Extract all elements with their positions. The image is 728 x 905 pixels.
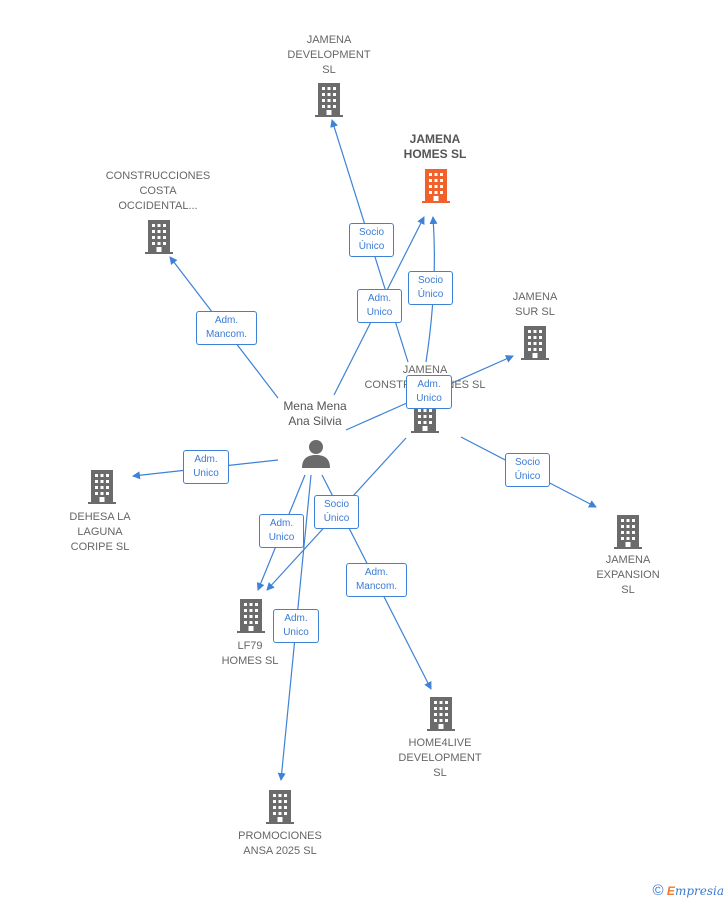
company-label-jamena-expansion[interactable]: JAMENA EXPANSION SL	[596, 554, 660, 596]
building-icon	[427, 697, 455, 731]
relation-badge: Socio Único	[314, 495, 359, 529]
building-icon	[145, 220, 173, 254]
building-icon	[88, 470, 116, 504]
building-icon	[614, 515, 642, 549]
relation-badge: Socio Único	[505, 453, 550, 487]
relation-badge: Adm. Unico	[357, 289, 402, 323]
company-label-dehesa[interactable]: DEHESA LA LAGUNA CORIPE SL	[69, 511, 131, 553]
logo-letter: E	[666, 884, 675, 898]
building-icon	[521, 326, 549, 360]
relation-badge: Adm. Unico	[259, 514, 304, 548]
copyright-icon: ©	[652, 882, 664, 899]
company-label-promociones[interactable]: PROMOCIONES ANSA 2025 SL	[238, 830, 322, 857]
person-icon	[302, 440, 330, 468]
building-icon	[422, 169, 450, 203]
company-label-jamena-development[interactable]: JAMENA DEVELOPMENT SL	[287, 34, 371, 76]
company-label-lf79[interactable]: LF79 HOMES SL	[221, 640, 279, 667]
relation-badge: Adm. Unico	[406, 375, 452, 409]
company-label-jamena-homes[interactable]: JAMENA HOMES SL	[403, 132, 467, 161]
company-label-jamena-sur[interactable]: JAMENA SUR SL	[512, 291, 558, 318]
building-icon	[266, 790, 294, 824]
relation-badge: Socio Único	[349, 223, 394, 257]
company-label-construcciones-costa[interactable]: CONSTRUCCIONES COSTA OCCIDENTAL...	[105, 170, 211, 212]
relation-badge: Socio Único	[408, 271, 453, 305]
company-label-home4live[interactable]: HOME4LIVE DEVELOPMENT SL	[398, 737, 482, 779]
building-icon	[315, 83, 343, 117]
building-icon	[237, 599, 265, 633]
relation-badge: Adm. Unico	[183, 450, 229, 484]
relation-badge: Adm. Mancom.	[346, 563, 407, 597]
logo-text: mpresia	[674, 884, 724, 898]
empresia-logo[interactable]: © Empresia	[653, 882, 724, 899]
relation-badge: Adm. Unico	[273, 609, 319, 643]
relation-badge: Adm. Mancom.	[196, 311, 257, 345]
person-name[interactable]: Mena Mena Ana Silvia	[283, 399, 347, 428]
